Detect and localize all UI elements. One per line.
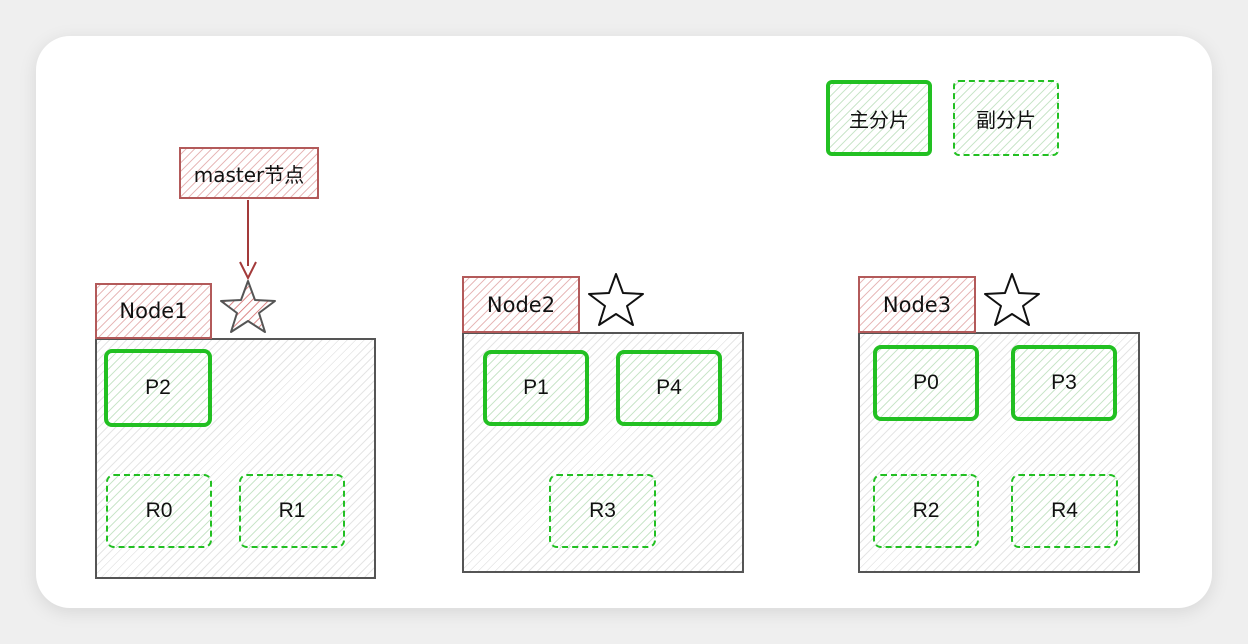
shard-primary-p4: P4 [616, 350, 722, 426]
node2-label: Node2 [462, 276, 580, 333]
star-outline-icon [588, 273, 644, 326]
shard-primary-p3: P3 [1011, 345, 1117, 421]
star-outline-icon [984, 273, 1040, 326]
star-filled-icon [220, 280, 276, 333]
shard-primary-p1: P1 [483, 350, 589, 426]
node1-label: Node1 [95, 283, 212, 339]
shard-replica-r1: R1 [239, 474, 345, 548]
shard-replica-r4: R4 [1011, 474, 1118, 548]
master-arrow [239, 200, 257, 281]
shard-replica-r3: R3 [549, 474, 656, 548]
shard-replica-r2: R2 [873, 474, 979, 548]
master-node-label: master节点 [179, 147, 319, 199]
legend-primary-shard: 主分片 [826, 80, 932, 156]
shard-primary-p0: P0 [873, 345, 979, 421]
shard-primary-p2: P2 [104, 349, 212, 427]
node3-label: Node3 [858, 276, 976, 333]
legend-replica-shard: 副分片 [953, 80, 1059, 156]
shard-replica-r0: R0 [106, 474, 212, 548]
